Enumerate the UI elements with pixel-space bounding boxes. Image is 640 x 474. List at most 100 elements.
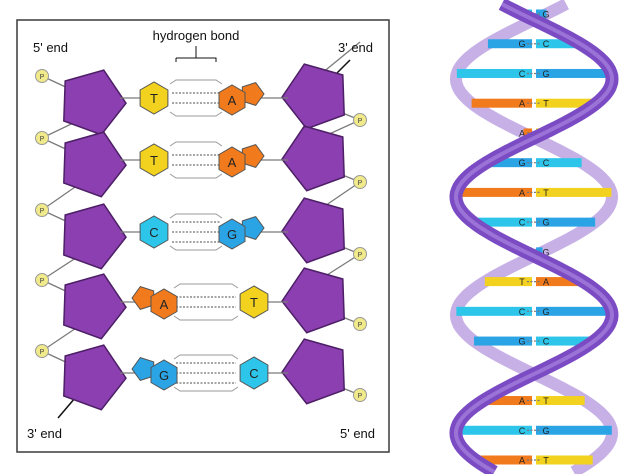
phosphate-group [353,247,367,261]
helix-base-left [475,455,532,465]
helix-base-left [483,396,532,406]
phosphate-group [35,344,49,358]
helix-base-letter: C [543,39,550,49]
base-letter: T [150,153,158,168]
purine-hexagon [218,84,246,116]
helix-backbone-back [449,0,619,474]
bond-outline [173,354,239,360]
helix-base-right [536,336,594,346]
deoxyribose-sugar [281,267,345,334]
helix-base-letter: G [542,69,549,79]
bond-outline [169,213,223,219]
bond-outline [169,245,223,251]
bond-outline [169,173,223,179]
purine-hexagon [218,218,246,250]
phosphate-group [35,273,49,287]
three-prime-end-label-bottom: 3' end [27,426,62,441]
helix-base-left [484,277,532,287]
helix-base-letter: T [543,396,549,406]
helix-base-left [456,425,532,435]
helix-base-letter: A [519,456,525,466]
bond-outline [173,283,239,289]
phosphate-label: P [40,74,45,81]
helix-base-letter: G [518,158,525,168]
helix-base-letter: T [543,188,549,198]
phosphate-label: P [40,208,45,215]
phosphate-label: P [358,393,363,400]
base-letter: C [149,225,158,240]
helix-base-right [536,425,612,435]
helix-base-letter: A [519,99,525,109]
base-letter: T [150,91,158,106]
phosphate-label: P [40,349,45,356]
helix-base-letter: G [542,218,549,228]
helix-base-left [472,217,532,227]
purine-hexagon [218,146,246,178]
helix-base-right [536,217,596,227]
helix-base-left [474,336,532,346]
helix-base-right [536,455,593,465]
helix-base-letter: G [518,39,525,49]
helix-base-letter: A [543,277,549,287]
phosphate-label: P [358,252,363,259]
helix-base-right [536,9,547,19]
deoxyribose-sugar [281,197,345,264]
helix-base-letter: T [519,277,525,287]
hydrogen-bond-label: hydrogen bond [153,28,240,43]
base-letter: G [227,227,237,242]
helix-base-letter: G [542,247,549,257]
bond-outline [173,386,239,392]
phosphate-label: P [40,136,45,143]
helix-backbone-highlight [453,2,615,474]
helix-base-letter: A [519,188,525,198]
phosphate-group [353,317,367,331]
helix-base-letter: C [519,307,526,317]
helix-base-letter: G [518,337,525,347]
helix-base-letter: C [543,158,550,168]
helix-base-letter: G [542,10,549,20]
deoxyribose-sugar [281,63,345,130]
helix-base-letter: C [519,426,526,436]
bond-outline [169,111,223,117]
helix-base-right [536,68,612,78]
phosphate-group [353,113,367,127]
phosphate-group [353,388,367,402]
pyrimidine-hexagon [139,81,169,115]
helix-base-left [456,187,532,197]
base-letter: T [250,295,258,310]
base-letter: C [249,366,258,381]
helix-base-letter: C [543,337,550,347]
phosphate-group [35,203,49,217]
purine-hexagon [150,288,178,320]
phosphate-label: P [358,118,363,125]
pyrimidine-hexagon [139,143,169,177]
pyrimidine-hexagon [239,356,269,390]
deoxyribose-sugar [281,338,345,405]
helix-base-letter: T [543,456,549,466]
deoxyribose-sugar [281,125,345,192]
helix-base-letter: G [542,426,549,436]
phosphate-group [35,131,49,145]
helix-base-right [536,277,584,287]
helix-base-right [536,396,585,406]
helix-base-left [456,306,532,316]
phosphate-group [353,175,367,189]
bond-outline [169,141,223,147]
base-letter: A [160,297,169,312]
three-prime-tail [57,397,76,419]
helix-base-right [536,306,612,316]
helix-base-letter: A [519,396,525,406]
helix-base-letter: G [542,307,549,317]
bond-outline [169,79,223,85]
phosphate-label: P [40,278,45,285]
helix-base-right [536,39,581,49]
five-prime-end-label-top: 5' end [33,40,68,55]
helix-base-left [471,98,532,108]
pyrimidine-hexagon [139,215,169,249]
pyrimidine-hexagon [239,285,269,319]
hydrogen-bond-bracket [175,57,217,62]
phosphate-group [35,69,49,83]
